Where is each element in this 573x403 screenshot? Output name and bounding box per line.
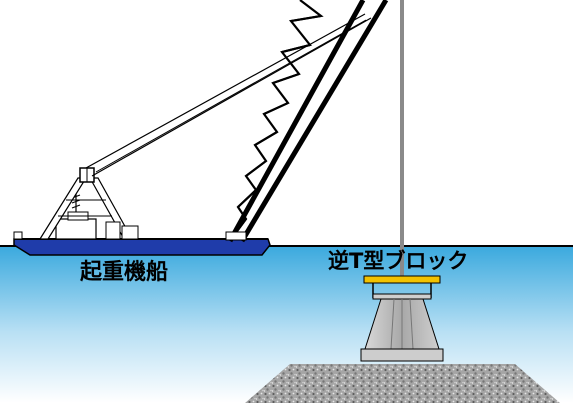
- boom-pendant-line: [85, 13, 366, 169]
- lattice-boom: [227, 0, 389, 243]
- crane-ship-icon: [13, 0, 389, 256]
- crane-ship-label: 起重機船: [80, 260, 169, 285]
- rubble-mound-icon: [245, 364, 560, 403]
- inverted-t-block-label: 逆T型ブロック: [328, 249, 469, 273]
- inverted-t-block-icon: [360, 275, 444, 362]
- deck-house: [55, 218, 97, 240]
- lifting-beam: [363, 275, 441, 284]
